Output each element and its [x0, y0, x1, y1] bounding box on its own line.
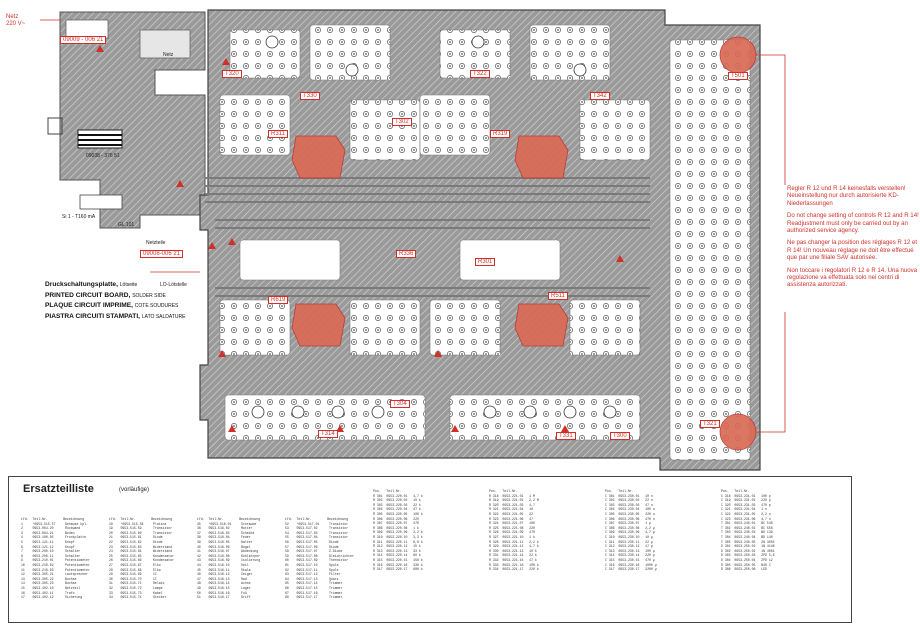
note-it: Non toccare i regolatori R 12 e R 14. Un… [787, 266, 918, 289]
legend-de: Druckschaltungsplatte, [45, 281, 118, 288]
component-tag: R311 [268, 130, 288, 138]
parts-column: Lfd. Teil-Nr. Bezeichnung 35 *0953-516.0… [197, 517, 261, 600]
note-de: Regler R 12 und R 14 keinesfalls verstel… [787, 185, 906, 207]
mains-label: Netz 220 V~ [6, 14, 26, 27]
parts-column: Lfd. Teil-Nr. Bezeichnung 52 *0953-517.0… [285, 517, 354, 600]
legend-de-sub: Lötseite [119, 282, 138, 288]
note-fr: Ne pas changer la position des réglages … [787, 239, 918, 262]
component-tag: T322 [470, 70, 490, 78]
component-tag: T320 [222, 70, 242, 78]
component-tag: T342 [590, 92, 610, 100]
side-label-2: 09008-006 21 [140, 250, 184, 258]
power-part-label-2: 09038 - 376 51 [86, 153, 120, 159]
parts-column: Pos. Teil-Nr. C 318 0953-231.01 100 p C … [721, 489, 775, 572]
legend-it: PIASTRA CIRCUITI STAMPATI, [45, 312, 140, 320]
component-tag: T321 [700, 420, 720, 428]
note-en: Do not change setting of controls R 12 a… [787, 212, 919, 235]
lamp-label: GL 101 [118, 222, 135, 228]
legend-it-sub: LATO SALDATURE [141, 313, 186, 320]
power-part-label-1: 09009 - 006 21 [60, 36, 107, 44]
parts-column: Pos. Teil-Nr. C 301 0953-230.01 10 n C 3… [605, 489, 657, 572]
parts-list: Ersatzteilliste (vorläufige) Lfd. Teil-N… [8, 476, 852, 623]
component-tag: R336 [396, 250, 417, 258]
component-tag: T304 [390, 400, 410, 408]
component-tag: R319 [490, 130, 511, 138]
legend-fr-sub: COTE SOUDURES [134, 303, 179, 310]
component-tag: R619 [268, 296, 289, 304]
adjustment-warning-note: Regler R 12 und R 14 keinesfalls verstel… [787, 185, 920, 294]
legend-en-sub: SOLDER SIDE [132, 292, 166, 299]
parts-list-subtitle: (vorläufige) [119, 487, 150, 493]
side-label-1: Netzteile [146, 240, 166, 246]
component-tag: T330 [300, 92, 320, 100]
component-tag: T331 [556, 432, 576, 440]
parts-column: Lfd. Teil-Nr. Bezeichnung 1 *0953-515.57… [21, 517, 90, 600]
parts-column: Pos. Teil-Nr. R 318 0953-221.01 1 M R 31… [489, 489, 539, 572]
parts-column: Pos. Teil-Nr. R 301 0953-220.01 4,7 k R … [373, 489, 423, 572]
component-tag: T314 [318, 430, 338, 438]
side-label-3: LO-Lötstelle [160, 282, 187, 288]
fuse-label: Si 1 - T160 mA [62, 214, 96, 220]
component-tag: T501 [728, 72, 748, 80]
parts-column: Lfd. Teil-Nr. Bezeichnung 18 *0953-515.5… [109, 517, 175, 600]
netz-part-label: Netz [163, 52, 174, 58]
component-tag: R511 [548, 292, 568, 300]
component-tag: R301 [475, 258, 496, 266]
legend-fr: PLAQUE CIRCUIT IMPRIME, [45, 302, 133, 310]
board-legend: Druckschaltungsplatte, Lötseite PRINTED … [45, 280, 185, 322]
legend-en: PRINTED CIRCUIT BOARD, [45, 291, 131, 299]
component-tag: T302 [392, 118, 412, 126]
parts-list-title: Ersatzteilliste [23, 483, 94, 495]
component-tag: T300 [610, 432, 630, 440]
